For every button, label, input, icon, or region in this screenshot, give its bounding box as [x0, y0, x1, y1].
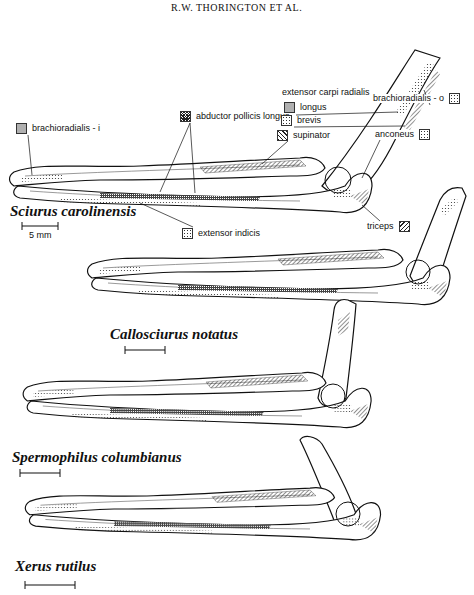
legend-item: brachioradialis - i [16, 123, 101, 134]
legend-item: brachioradialis - o [372, 93, 460, 104]
legend-swatch [419, 129, 430, 140]
legend-swatch [16, 123, 27, 134]
legend-item: longus [284, 102, 328, 113]
muscle-label: extensor indicis [197, 229, 261, 239]
muscle-label: extensor carpi radialis [282, 88, 370, 98]
legend-swatch [182, 228, 193, 239]
legend-swatch [284, 102, 295, 113]
legend-item: extensor indicis [182, 228, 261, 239]
muscle-label: supinator [292, 131, 331, 141]
muscle-label: longus [299, 103, 328, 113]
legend-item: brevis [281, 115, 322, 126]
legend-swatch [281, 115, 292, 126]
legend-swatch [449, 93, 460, 104]
running-head: R.W. THORINGTON ET AL. [171, 2, 302, 13]
scale-label: 5 mm [29, 231, 52, 241]
muscle-label: brachioradialis - i [31, 124, 101, 134]
legend-item: anconeus [374, 129, 430, 140]
muscle-label: anconeus [374, 130, 415, 140]
legend-swatch [399, 221, 410, 232]
muscle-label: brachioradialis - o [372, 94, 445, 104]
species-name: Sciurus carolinensis [10, 203, 136, 220]
legend-item: supinator [277, 130, 331, 141]
legend-item: abductor pollicis longus [180, 111, 291, 122]
species-name: Spermophilus columbianus [12, 449, 182, 466]
muscle-label: triceps [366, 222, 395, 232]
legend-item: triceps [366, 221, 410, 232]
muscle-label: abductor pollicis longus [195, 112, 291, 122]
species-name: Callosciurus notatus [110, 326, 238, 343]
species-name: Xerus rutilus [15, 558, 96, 575]
legend-swatch [277, 130, 288, 141]
legend-swatch [180, 111, 191, 122]
muscle-label: brevis [296, 116, 322, 126]
